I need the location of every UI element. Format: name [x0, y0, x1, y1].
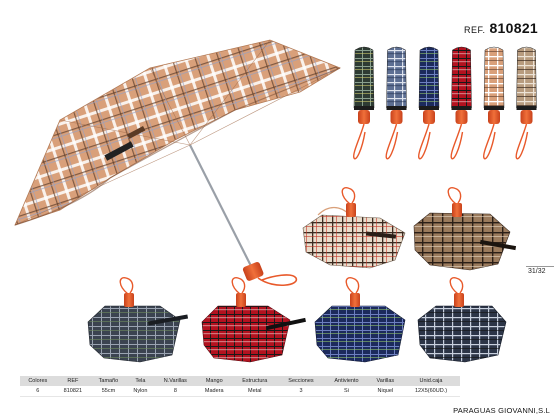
- folded-umbrella-strap: [450, 123, 464, 160]
- folded-umbrella-body: [386, 46, 407, 109]
- spec-value-cell: Si: [324, 386, 369, 397]
- folded-umbrella-cap: [419, 106, 439, 110]
- page-number: 31/32: [528, 268, 546, 275]
- folded-canopy-red: [201, 277, 306, 363]
- page-number-rule: [526, 266, 554, 267]
- folded-umbrella-strap: [515, 123, 529, 160]
- folded-canopy-slate: [417, 277, 507, 363]
- spec-header-cell: Antiviento: [324, 376, 369, 386]
- folded-umbrella-strap: [417, 123, 431, 160]
- folded-umbrella-beige-plaid: [482, 46, 505, 160]
- folded-umbrella-green-plaid: [352, 46, 375, 160]
- folded-umbrella-body: [516, 46, 537, 109]
- folded-umbrella-brown-plaid: [515, 46, 537, 160]
- folded-umbrella-strap: [352, 123, 366, 160]
- folded-umbrella-body: [451, 46, 472, 109]
- folded-umbrella-handle: [390, 110, 403, 124]
- spec-header-cell: Estructura: [231, 376, 278, 386]
- spec-value-cell: 810821: [55, 386, 91, 397]
- spec-value-cell: Nylon: [126, 386, 155, 397]
- folded-umbrella-body: [353, 46, 375, 109]
- spec-value-cell: Niquel: [368, 386, 402, 397]
- spec-value-cell: Madera: [196, 386, 232, 397]
- folded-umbrella-handle: [423, 110, 435, 124]
- spec-header-cell: Tamaño: [90, 376, 127, 386]
- ref-label: REF.: [463, 25, 486, 35]
- folded-umbrella-handle: [520, 110, 533, 124]
- spec-value-cell: 8: [154, 386, 197, 397]
- spec-header-cell: Tela: [126, 376, 155, 386]
- folded-umbrella-cap: [516, 106, 537, 110]
- spec-header-cell: Unid.caja: [402, 376, 460, 386]
- spec-value-cell: Metal: [231, 386, 278, 397]
- folded-umbrella-body: [483, 46, 505, 109]
- folded-umbrella-strap: [385, 123, 399, 160]
- folded-umbrella-blue-grey-plaid: [385, 46, 407, 160]
- folded-umbrella-row: [352, 46, 537, 160]
- spec-header-cell: N.Varillas: [154, 376, 197, 386]
- folded-canopy-brown: [413, 187, 517, 271]
- folded-umbrella-handle: [358, 110, 370, 124]
- spec-value-cell: 6: [20, 386, 56, 397]
- spec-header-cell: Mango: [196, 376, 232, 386]
- folded-umbrella-cap: [354, 106, 374, 110]
- open-umbrella-canopy: [14, 39, 341, 226]
- folded-umbrella-handle: [488, 110, 500, 124]
- folded-umbrella-strap: [482, 123, 496, 160]
- open-umbrella: [14, 39, 341, 286]
- spec-header-cell: Colores: [20, 376, 56, 386]
- folded-canopy-navy: [314, 277, 406, 363]
- folded-umbrella-handle: [455, 110, 468, 124]
- spec-header-cell: REF: [55, 376, 91, 386]
- spec-header-cell: Varillas: [368, 376, 402, 386]
- folded-umbrella-body: [418, 46, 440, 109]
- spec-value-cell: 12X5(60UD.): [402, 386, 460, 397]
- folded-canopy-grey: [87, 277, 189, 363]
- folded-umbrella-navy-plaid: [417, 46, 440, 160]
- folded-umbrella-red-plaid: [450, 46, 472, 160]
- folded-umbrella-cap: [451, 106, 472, 110]
- folded-umbrella-cap: [386, 106, 407, 110]
- company-footer: PARAGUAS GIOVANNI,S.L: [453, 406, 550, 415]
- spec-value-cell: 3: [277, 386, 325, 397]
- spec-header-cell: Secciones: [277, 376, 325, 386]
- ref-code: 810821: [489, 20, 538, 36]
- page-header-ref: REF. 810821: [464, 20, 538, 36]
- folded-canopy-cream: [302, 187, 406, 269]
- spec-value-cell: 55cm: [90, 386, 127, 397]
- open-umbrella-handle: [242, 262, 264, 281]
- folded-umbrella-cap: [484, 106, 504, 110]
